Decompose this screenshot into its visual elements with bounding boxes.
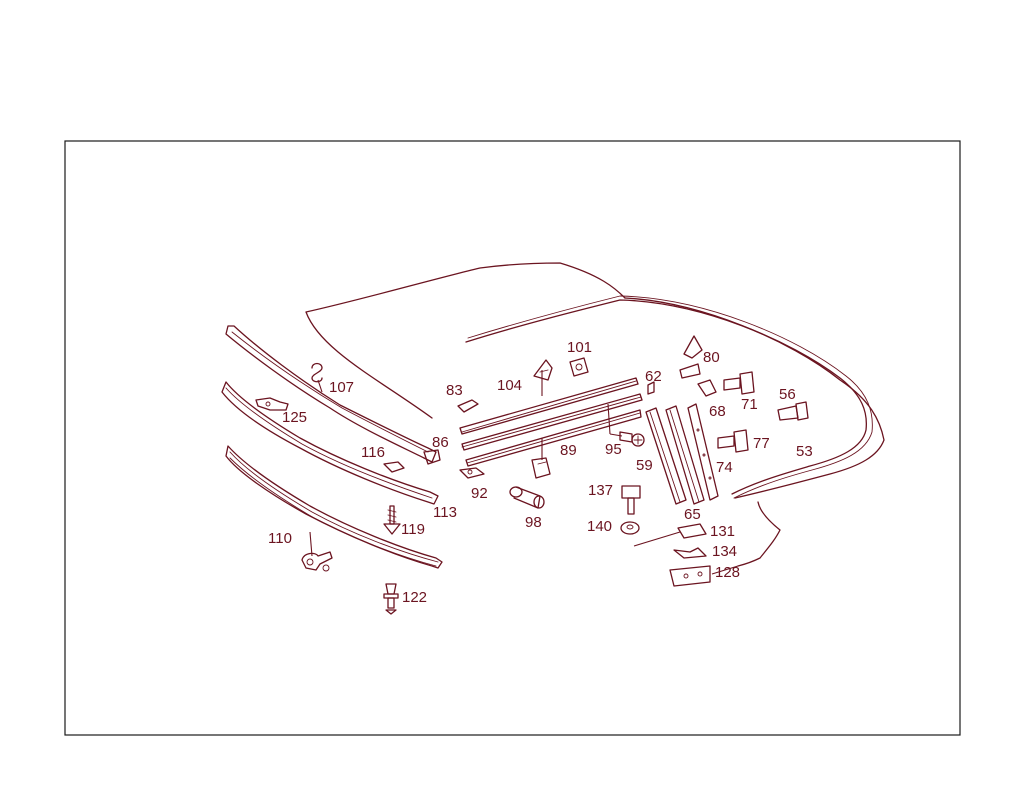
leader-lines <box>309 370 739 575</box>
label-137: 137 <box>588 482 613 499</box>
part-122-plug[interactable] <box>383 583 399 615</box>
label-53: 53 <box>796 443 813 460</box>
part-53-roof-seal[interactable] <box>465 295 873 499</box>
part-80-bracket[interactable] <box>679 335 703 379</box>
part-101-clip[interactable] <box>569 357 589 377</box>
part-95-plug[interactable] <box>619 431 645 447</box>
part-110-clip[interactable] <box>301 551 333 572</box>
label-74: 74 <box>716 459 733 476</box>
label-116: 116 <box>361 444 385 461</box>
label-113: 113 <box>433 504 457 521</box>
diagram-frame <box>64 140 961 736</box>
part-68-clip[interactable] <box>697 379 717 397</box>
part-131-clip[interactable] <box>677 523 707 539</box>
part-125-bracket[interactable] <box>255 397 289 411</box>
label-140: 140 <box>587 518 612 535</box>
label-92: 92 <box>471 485 488 502</box>
label-89: 89 <box>560 442 577 459</box>
label-131: 131 <box>710 523 735 540</box>
label-95: 95 <box>605 441 622 458</box>
label-119: 119 <box>401 521 425 538</box>
label-107: 107 <box>329 379 354 396</box>
label-122: 122 <box>402 589 427 606</box>
part-140-washer[interactable] <box>620 521 640 535</box>
part-137-bolt[interactable] <box>621 485 641 515</box>
part-116-bracket[interactable] <box>383 461 405 473</box>
part-89-rail-seal[interactable] <box>465 409 642 467</box>
label-104: 104 <box>497 377 522 394</box>
label-128: 128 <box>715 564 740 581</box>
part-119-screw[interactable] <box>383 505 401 535</box>
part-labels: 53 56 59 62 65 68 71 74 77 80 83 86 89 9… <box>268 339 813 606</box>
label-68: 68 <box>709 403 726 420</box>
part-56-bolt[interactable] <box>777 401 809 421</box>
part-71-bolt[interactable] <box>723 371 755 395</box>
part-86-end-cap[interactable] <box>423 449 441 465</box>
label-56: 56 <box>779 386 796 403</box>
part-59-pillar-seal[interactable] <box>645 407 687 505</box>
part-104-clip[interactable] <box>533 359 553 381</box>
part-107-clip[interactable] <box>311 362 323 383</box>
part-89-bracket[interactable] <box>531 457 551 479</box>
part-98-bushing[interactable] <box>509 486 545 509</box>
label-125: 125 <box>282 409 307 426</box>
label-134: 134 <box>712 543 737 560</box>
label-80: 80 <box>703 349 720 366</box>
label-62: 62 <box>645 368 662 385</box>
label-86: 86 <box>432 434 449 451</box>
part-62-rail-seal[interactable] <box>461 381 655 451</box>
label-110: 110 <box>268 530 292 547</box>
label-77: 77 <box>753 435 770 452</box>
part-83-clip[interactable] <box>457 399 479 413</box>
label-71: 71 <box>741 396 758 413</box>
label-83: 83 <box>446 382 463 399</box>
label-59: 59 <box>636 457 653 474</box>
part-65-pillar-seal[interactable] <box>665 405 705 505</box>
label-98: 98 <box>525 514 542 531</box>
part-134-clip[interactable] <box>673 547 707 559</box>
part-128-plate[interactable] <box>669 565 711 587</box>
label-65: 65 <box>684 506 701 523</box>
part-113-seal-strip[interactable] <box>221 381 439 505</box>
part-77-bolt[interactable] <box>717 429 749 453</box>
part-104-rail-seal[interactable] <box>459 377 639 435</box>
part-74-pillar-seal[interactable] <box>687 403 719 501</box>
part-92-clip[interactable] <box>459 467 485 479</box>
label-101: 101 <box>567 339 592 356</box>
part-110-seal-strip[interactable] <box>225 445 443 569</box>
